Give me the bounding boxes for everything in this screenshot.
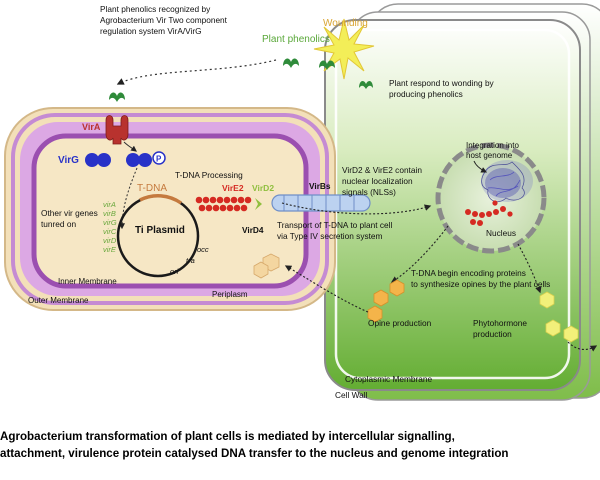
phytohormone-icon	[563, 325, 579, 343]
outer-membrane-label: Outer Membrane	[28, 296, 89, 305]
nucleus-to-opine-arrow	[390, 225, 449, 283]
integration-text: Integration into host genome	[466, 141, 521, 160]
type4-secretion-channel	[271, 194, 371, 212]
inner-membrane-label: Inner Membrane	[58, 277, 117, 286]
tdna-label: T-DNA	[137, 183, 167, 194]
wounding-label: Wounding	[323, 18, 368, 29]
opine-uptake-arrow	[284, 265, 369, 313]
phenolic-molecules	[109, 58, 373, 102]
phenolic-icon	[109, 92, 125, 102]
vira-to-virg-arrow	[123, 141, 137, 152]
chromatin-cluster	[481, 160, 533, 202]
opine-icon	[389, 279, 405, 297]
tra-label: tra	[186, 256, 195, 265]
plant-phenolics-label: Plant phenolics	[262, 34, 330, 45]
vira-label: VirA	[82, 122, 101, 132]
virg-to-tiplasmid-arrow	[119, 167, 138, 230]
transport-text: Transport of T-DNA to plant cell via Typ…	[277, 220, 395, 241]
cytoplasmic-membrane-label: Cytoplasmic Membrane	[345, 374, 433, 384]
opine-icon	[367, 305, 383, 323]
caption-line-2: attachment, virulence protein catalysed …	[0, 447, 509, 460]
vird2-label: VirD2	[252, 183, 274, 193]
other-vir-text: Other vir genes tunred on	[41, 208, 100, 229]
recognized-text: Plant phenolics recognized by Agrobacter…	[100, 4, 229, 36]
occ-label: occ	[197, 245, 209, 254]
periplasm-label: Periplasm	[212, 290, 248, 299]
virg-label: VirG	[58, 155, 79, 166]
phenolic-icon	[283, 58, 299, 68]
nucleus-label: Nucleus	[486, 228, 516, 238]
tdna-processing-label: T-DNA Processing	[175, 170, 243, 180]
opine-icon	[373, 289, 389, 307]
phenolic-icon	[359, 80, 373, 89]
ori-label: ori	[170, 267, 179, 276]
agrobacterium-diagram: Wounding Plant phenolics Plant phenolics…	[4, 3, 600, 401]
figure-caption: Agrobacterium transformation of plant ce…	[0, 428, 600, 476]
integration-arrow	[473, 160, 488, 173]
nucleus	[435, 142, 547, 254]
ti-plasmid-label: Ti Plasmid	[135, 225, 185, 236]
phytohormone-icon	[539, 291, 555, 309]
cell-wall-label: Cell Wall	[335, 390, 368, 400]
nucleus-to-phytohormone-arrow	[517, 243, 542, 294]
phytohormone-molecules	[539, 291, 579, 343]
opine-label: Opine production	[368, 318, 432, 328]
bacterium	[4, 107, 336, 311]
opine-molecules	[367, 279, 405, 323]
vire2-label: VirE2	[222, 183, 244, 193]
plant-respond-text: Plant respond to wonding by producing ph…	[389, 78, 496, 99]
ti-plasmid	[116, 193, 200, 278]
nls-text: VirD2 & VirE2 contain nuclear localizati…	[342, 165, 424, 197]
vird2-icon	[255, 198, 262, 210]
tdna-to-nucleus-arrow	[281, 202, 432, 215]
vir-gene-list: virA virB virG virC virD virE	[103, 200, 119, 254]
virg-protein-icon	[85, 153, 111, 167]
phenolic-icon	[319, 60, 335, 70]
phytohormone-text: Phytohormone production	[473, 318, 529, 339]
phytohormone-icon	[545, 319, 561, 337]
caption-line-1: Agrobacterium transformation of plant ce…	[0, 430, 455, 443]
tdna-in-nucleus-icon	[465, 200, 513, 226]
phenolics-to-vira-arrow	[116, 59, 277, 85]
virb-label: VirBs	[309, 181, 331, 191]
tdna-encoding-text: T-DNA begin encoding proteins to synthes…	[411, 268, 550, 289]
vire2-chain-icon	[195, 196, 252, 212]
opine-in-bacterium-icon	[253, 253, 280, 279]
phosphate-label: P	[156, 155, 162, 164]
vira-receptor-icon	[105, 115, 129, 145]
vird4-label: VirD4	[242, 225, 264, 235]
virg-phosphorylated-icon	[126, 151, 166, 167]
